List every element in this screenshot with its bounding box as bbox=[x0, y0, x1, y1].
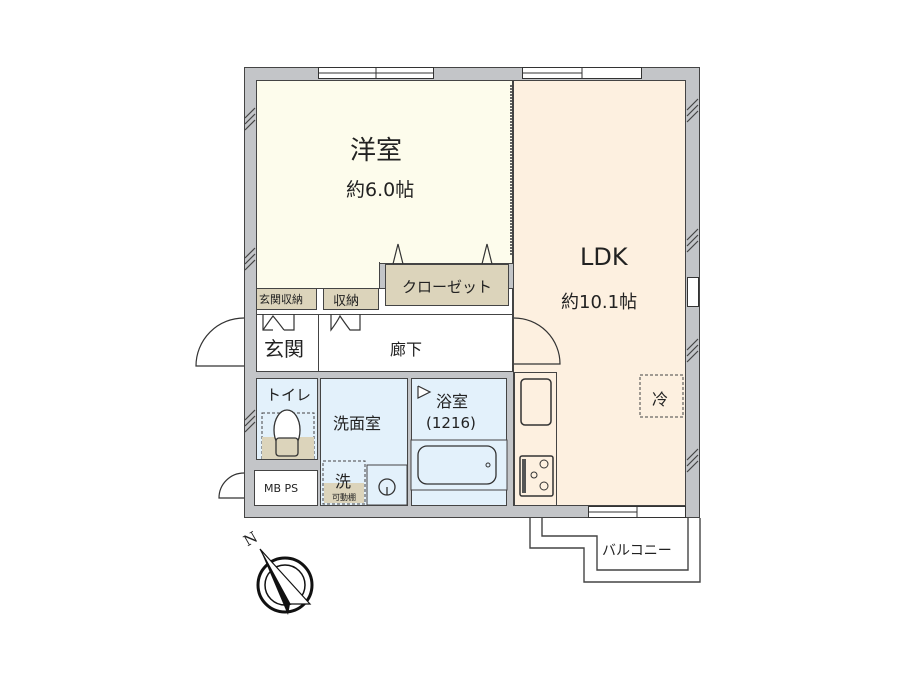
washer-label: 洗 bbox=[335, 472, 352, 491]
mbps-label: MB PS bbox=[264, 482, 299, 495]
washer-space bbox=[322, 460, 366, 505]
western-room-name: 洋室 bbox=[350, 136, 403, 166]
kitchen-sink-icon bbox=[520, 378, 552, 426]
closet bbox=[385, 264, 509, 306]
balcony-outline bbox=[529, 518, 701, 583]
wall-hatch bbox=[244, 98, 699, 473]
storage-label: 収納 bbox=[333, 294, 360, 309]
ldk-size: 約10.1帖 bbox=[561, 292, 638, 313]
western-room bbox=[256, 80, 513, 264]
ldk-door bbox=[513, 317, 561, 365]
storage bbox=[323, 288, 379, 310]
mb-ps bbox=[254, 470, 318, 506]
entrance-storage-label: 玄関収納 bbox=[259, 293, 303, 306]
bathroom-unit-size: (1216) bbox=[426, 414, 476, 432]
western-room-lower bbox=[256, 262, 380, 290]
western-room-size: 約6.0帖 bbox=[346, 179, 415, 201]
closet-label: クローゼット bbox=[402, 278, 493, 296]
ldk-name: LDK bbox=[580, 243, 628, 271]
bathtub-icon bbox=[417, 445, 497, 485]
hallway-label: 廊下 bbox=[390, 340, 423, 359]
bathroom-label: 浴室 bbox=[436, 392, 469, 411]
mbps-door bbox=[218, 472, 245, 499]
balcony-label: バルコニー bbox=[602, 543, 672, 559]
entrance-storage bbox=[256, 288, 317, 310]
closet-door-marks bbox=[392, 243, 493, 265]
fridge-space bbox=[639, 374, 684, 418]
window-ldk-right bbox=[687, 277, 699, 307]
fridge-label: 冷 bbox=[652, 390, 669, 409]
entrance-door bbox=[195, 317, 245, 367]
compass-icon bbox=[256, 548, 314, 615]
washroom-label: 洗面室 bbox=[333, 414, 382, 433]
entrance-label: 玄関 bbox=[264, 337, 304, 361]
washer-shelf-note: 可動棚 bbox=[332, 493, 356, 502]
toilet-label: トイレ bbox=[266, 386, 312, 404]
